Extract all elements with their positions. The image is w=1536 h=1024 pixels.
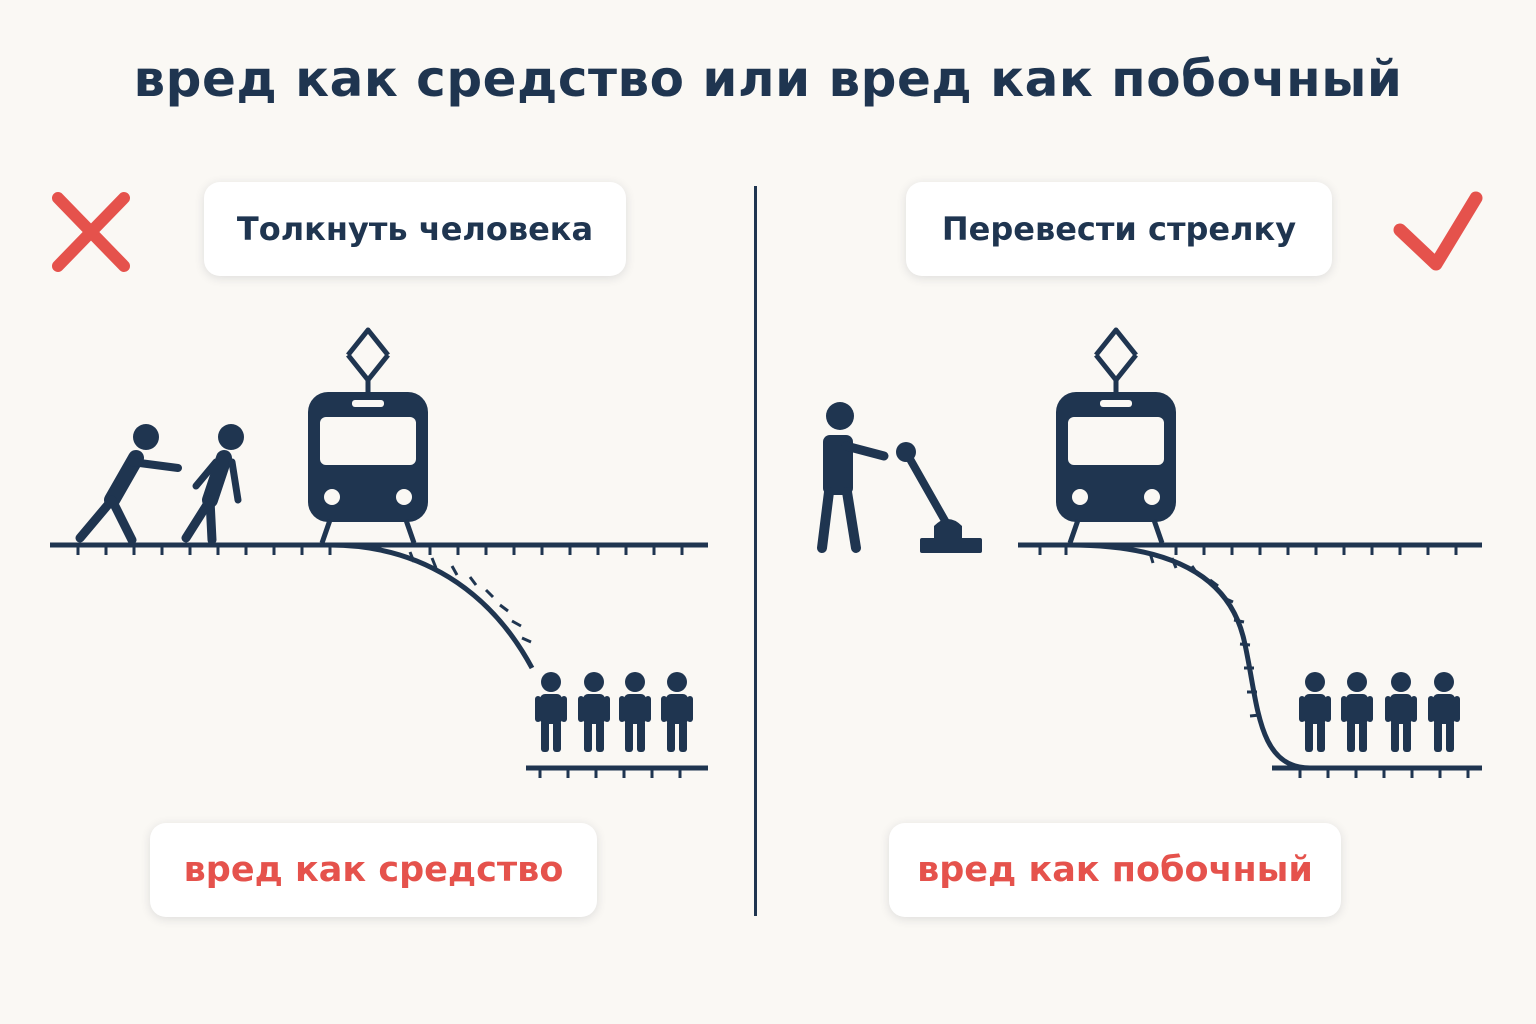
right-action-text: Перевести стрелку [941, 210, 1297, 248]
pushed-person-icon [181, 424, 244, 545]
right-people-group-icon [1299, 672, 1460, 752]
left-branch-track [329, 542, 708, 778]
checkmark-icon [1393, 191, 1483, 271]
right-label-text: вред как побочный [917, 850, 1313, 890]
left-action-card: Толкнуть человека [204, 182, 626, 276]
cross-icon [52, 192, 130, 272]
right-branch-track [1069, 542, 1482, 778]
center-divider [754, 186, 757, 916]
switch-lever-icon [896, 442, 982, 553]
left-tram-icon [308, 330, 428, 543]
left-label-card: вред как средство [150, 823, 597, 917]
left-label-text: вред как средство [183, 850, 564, 890]
left-main-track [50, 542, 708, 555]
right-label-card: вред как побочный [889, 823, 1341, 917]
pushing-person-icon [75, 424, 182, 545]
left-action-text: Толкнуть человека [236, 210, 594, 248]
diagram-title: вред как средство или вред как побочный [133, 50, 1403, 108]
right-tram-icon [1056, 330, 1176, 543]
lever-operator-icon [817, 402, 889, 553]
left-people-group-icon [535, 672, 693, 752]
right-action-card: Перевести стрелку [906, 182, 1332, 276]
